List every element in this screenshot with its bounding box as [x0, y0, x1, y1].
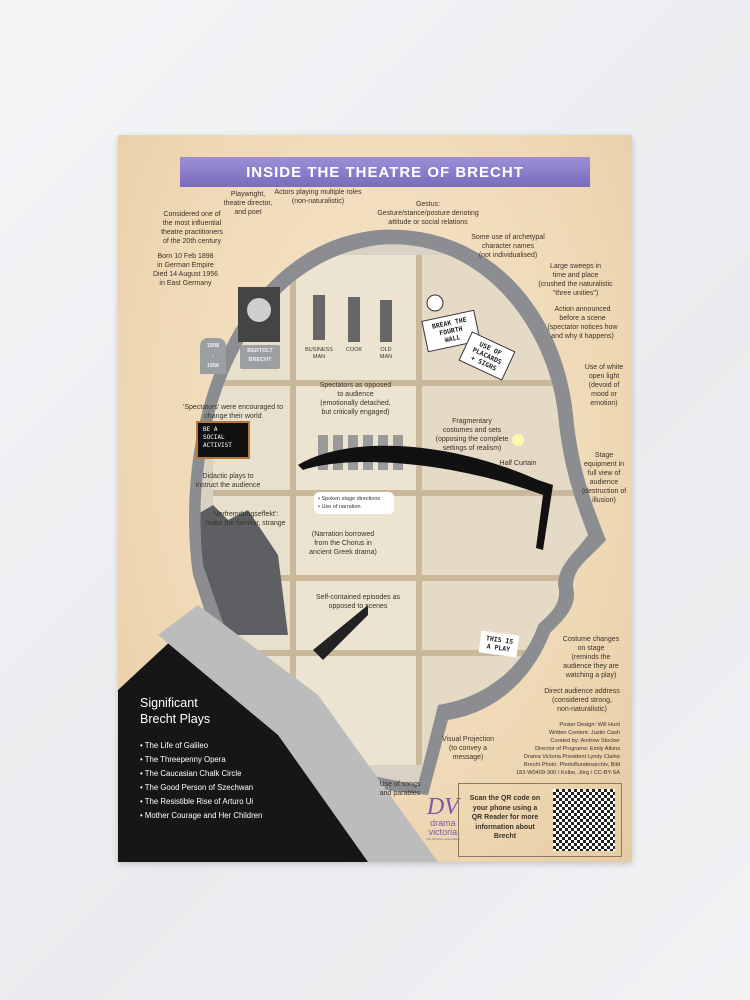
note-songs: Use of songs and parables: [379, 781, 421, 797]
shirt: [118, 625, 368, 862]
note-sweeps: Large sweeps in time and place (crushed …: [538, 263, 613, 297]
chalkboard: BE A SOCIAL ACTIVIST: [196, 421, 250, 459]
note-playwright: Playwright, theatre director, and poet: [223, 191, 273, 216]
note-light: Use of white open light (devoid of mood …: [584, 364, 624, 407]
drama-victoria-logo: DV drama victoria The Victorian Associat…: [426, 794, 460, 841]
note-costume: Costume changes on stage (reminds the au…: [562, 636, 620, 679]
role-label: OLD MAN: [379, 347, 393, 360]
note-gestus: Gestus: Gesture/stance/posture denoting …: [377, 201, 479, 226]
note-narration: (Narration borrowed from the Chorus in a…: [309, 531, 377, 556]
title-banner: INSIDE THE THEATRE OF BRECHT: [180, 157, 590, 187]
play-item: • The Caucasian Chalk Circle: [140, 769, 242, 778]
nameplate: BERTOLT BRECHT: [240, 345, 280, 369]
note-actors: Actors playing multiple roles (non-natur…: [274, 189, 362, 205]
note-projection: Visual Projection (to convey a message): [441, 736, 494, 761]
note-verfremdung: 'Verfremdungseffekt': make the familiar,…: [205, 511, 286, 527]
play-item: • The Good Person of Szechwan: [140, 783, 254, 792]
note-didactic: Didactic plays to instruct the audience: [195, 473, 261, 489]
glasses: [298, 445, 553, 550]
qr-code-icon[interactable]: [553, 789, 615, 851]
staircase: [313, 605, 368, 660]
plays-heading: Significant Brecht Plays: [140, 696, 211, 726]
clock-icon: [426, 294, 444, 312]
significant-plays: Significant Brecht Plays • The Life of G…: [140, 695, 262, 823]
play-item: • Mother Courage and Her Children: [140, 811, 263, 820]
note-spectators-audience: Spectators as opposed to audience (emoti…: [319, 382, 392, 416]
role-label: COOK: [345, 347, 363, 353]
note-fragmentary: Fragmentary costumes and sets (opposing …: [435, 418, 509, 452]
note-born: Born 10 Feb 1898 in German Empire Died 1…: [153, 253, 218, 287]
note-spectators-change: 'Spectators' were encouraged to change t…: [183, 404, 283, 420]
note-influential: Considered one of the most influential t…: [161, 211, 223, 245]
qr-box: Scan the QR code on your phone using a Q…: [458, 783, 622, 857]
note-stage-equipment: Stage equipment in full view of audience…: [581, 452, 627, 504]
gravestone: 1898 - 1956: [200, 338, 226, 374]
brecht-poster: INSIDE THE THEATRE OF BRECHT Born 10 Feb…: [118, 135, 632, 862]
note-episodes: Self-contained episodes as opposed to sc…: [315, 594, 401, 610]
light-bulb: [512, 434, 524, 446]
note-direct: Direct audience address (considered stro…: [544, 688, 620, 713]
note-action: Action announced before a scene (spectat…: [547, 306, 618, 340]
note-half-curtain: Half Curtain: [499, 460, 537, 467]
speech-bubble: • Spoken stage directions • Use of narra…: [314, 492, 394, 514]
role-label: BUSINESS MAN: [305, 347, 333, 360]
play-item: • The Life of Galileo: [140, 741, 209, 750]
play-item: • The Resistible Rise of Arturo Ui: [140, 797, 254, 806]
collar: [158, 605, 438, 862]
note-archetypal: Some use of archetypal character names (…: [471, 234, 545, 259]
actor-figures: [313, 295, 392, 342]
play-item: • The Threepenny Opera: [140, 755, 226, 764]
qr-instructions: Scan the QR code on your phone using a Q…: [469, 795, 541, 840]
